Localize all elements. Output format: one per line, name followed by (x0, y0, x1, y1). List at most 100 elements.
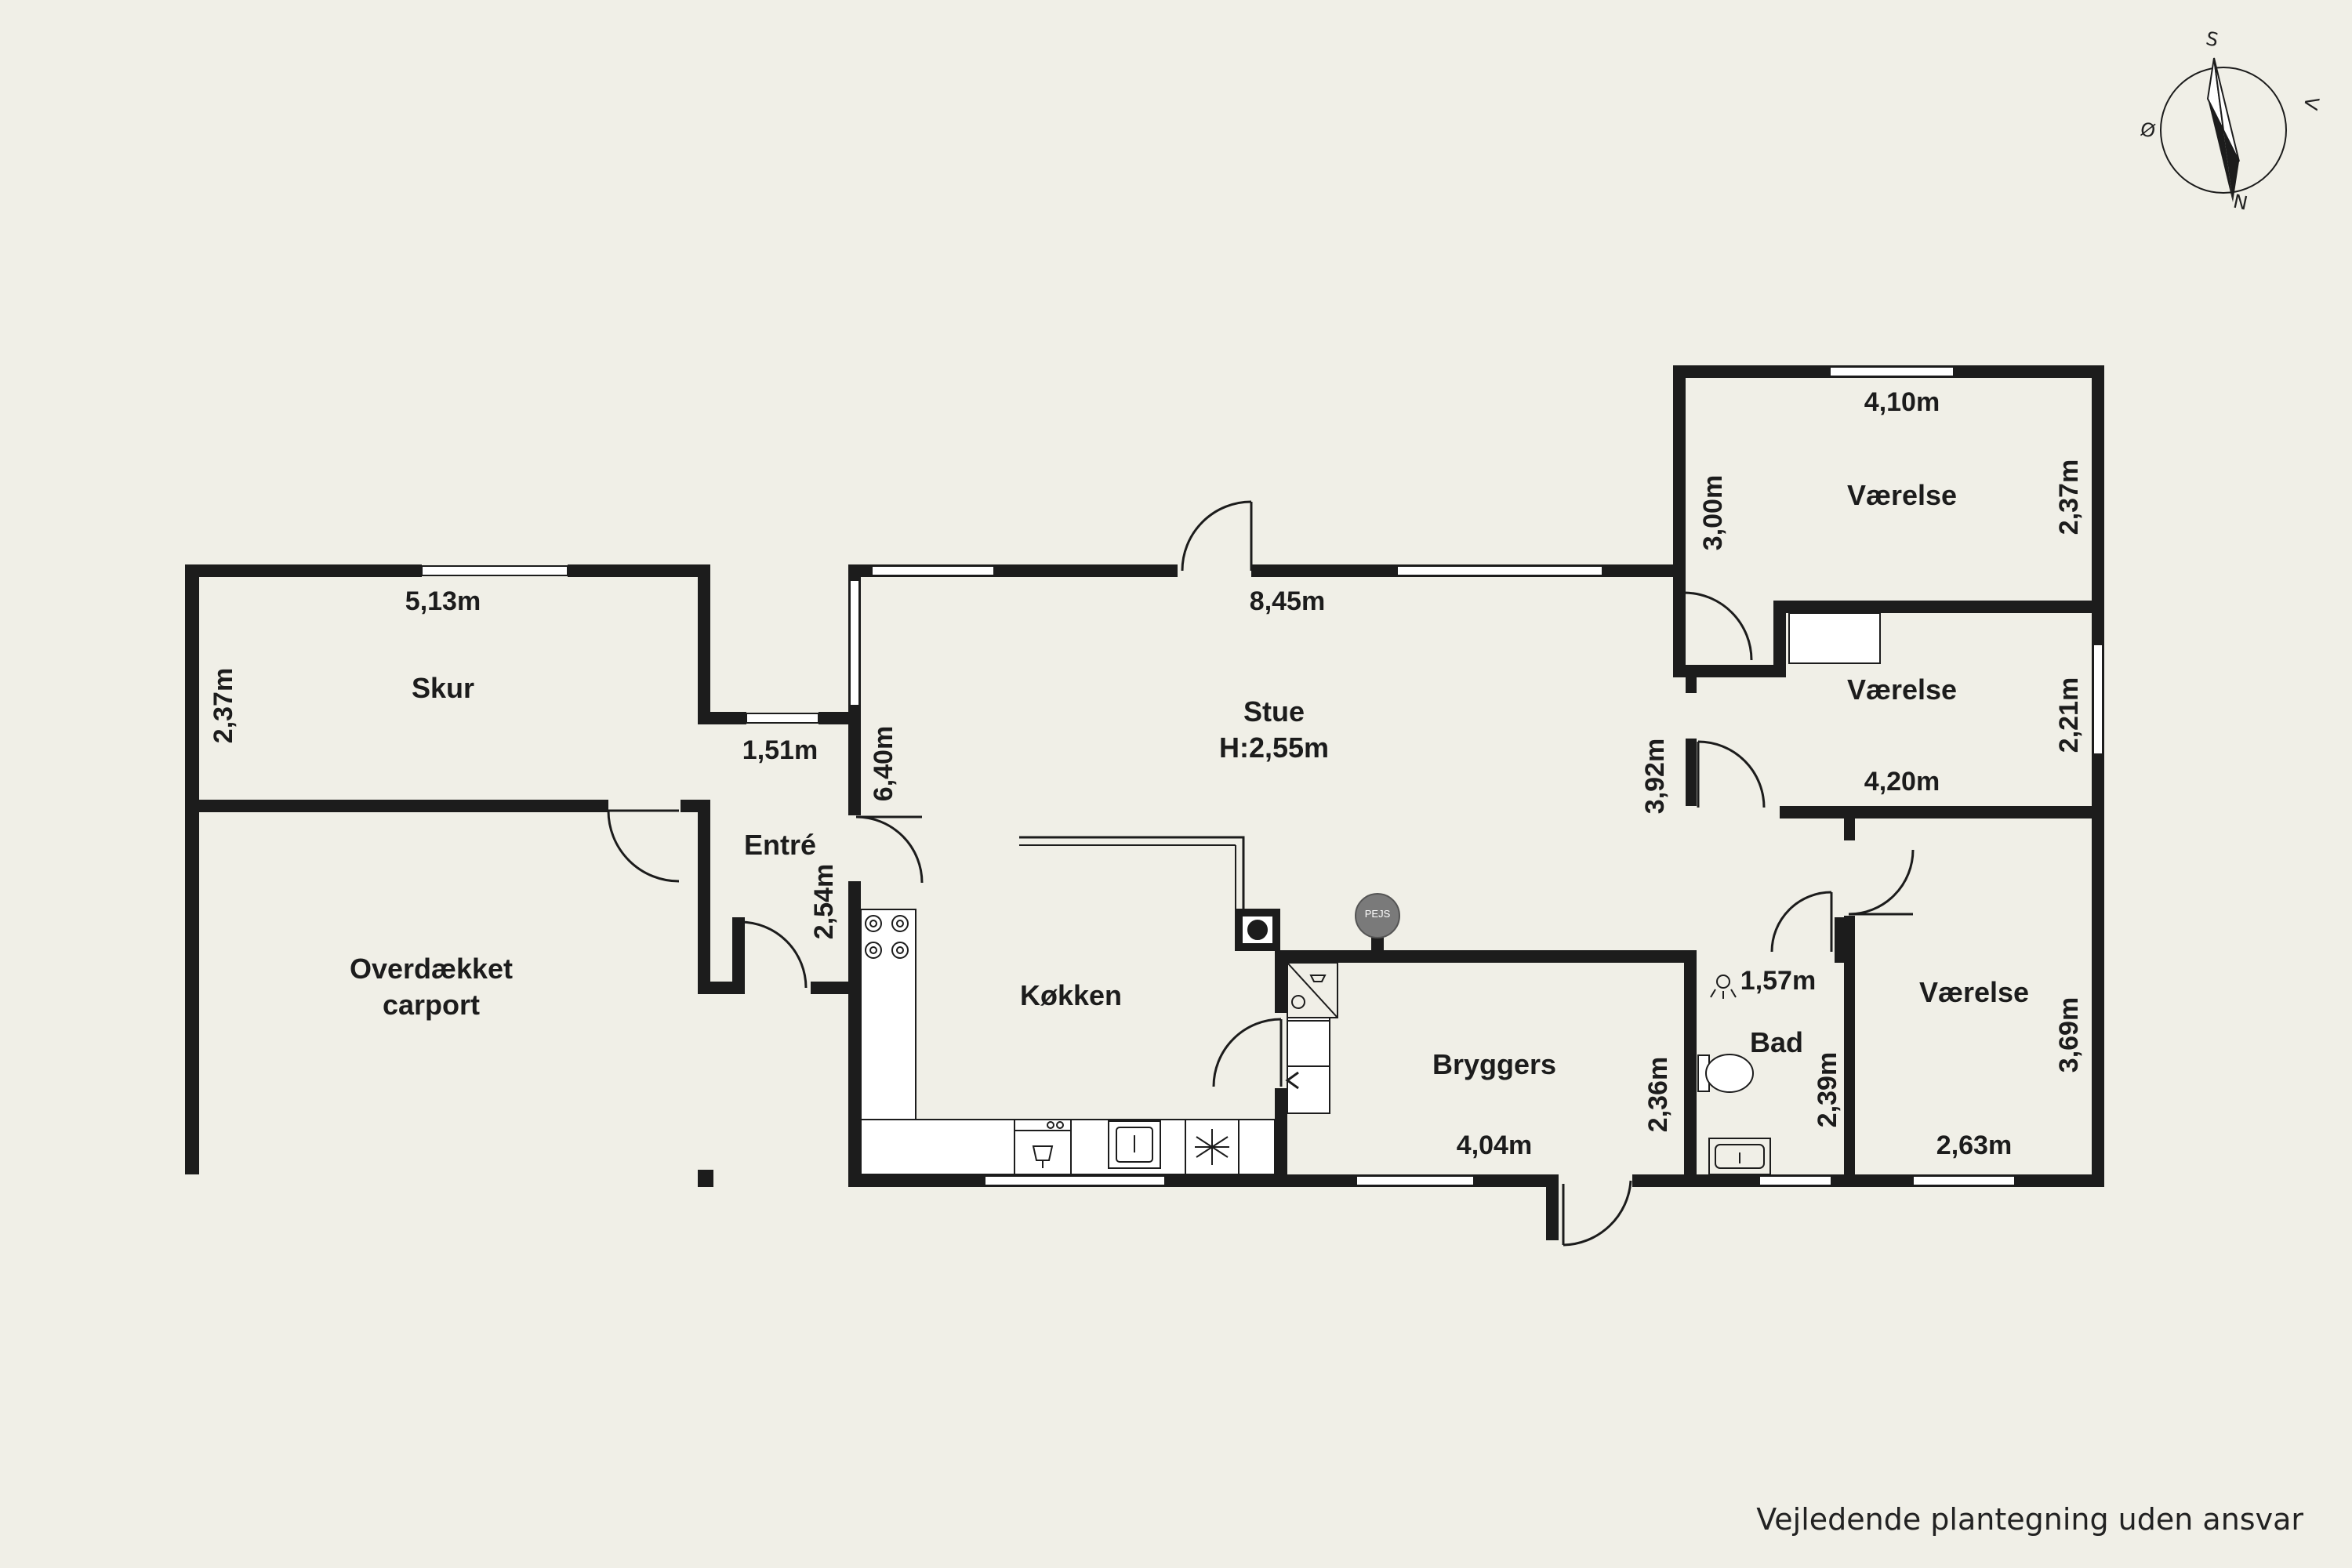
window-bad (1759, 1175, 1832, 1186)
dimension-labels: 5,13m 2,37m 1,51m 2,54m 8,45m 6,40m 3,92… (209, 387, 2084, 1160)
dim-vaerelse-top-right: 2,37m (2054, 459, 2084, 535)
dim-entre-width: 1,51m (742, 735, 818, 765)
wall-entre-bottom-left (698, 982, 739, 994)
dim-bryggers-width: 4,04m (1457, 1131, 1532, 1160)
window-stue-west (849, 579, 860, 706)
compass-south: S (2204, 27, 2220, 52)
room-skur: Skur (412, 672, 474, 704)
carport-post-bottom (698, 1170, 713, 1187)
door-kokken-bryggers (1212, 1018, 1283, 1087)
door-vaerelse-bottom (1848, 849, 1915, 916)
compass-needle-north (2223, 130, 2239, 202)
door-vaerelse-top (1682, 591, 1753, 661)
wall-bedroom-west (1673, 365, 1686, 677)
window-entre (746, 713, 819, 724)
wall-skur-top-right (568, 564, 710, 577)
compass-east: Ø (2139, 118, 2158, 143)
wall-hall-east (1686, 677, 1697, 693)
wall-bad-west (1684, 950, 1697, 1187)
dim-bad-width: 1,57m (1740, 966, 1816, 996)
door-entre-stue (855, 815, 924, 884)
dim-stue-depth: 6,40m (869, 726, 898, 801)
wall-kokken-bryggers (1275, 1088, 1287, 1187)
room-bryggers: Bryggers (1432, 1048, 1556, 1080)
room-bad: Bad (1750, 1026, 1803, 1058)
room-carport-line2: carport (383, 989, 480, 1021)
dim-vaerelse-top-left: 3,00m (1698, 475, 1728, 550)
wall-hall-small-stub (1844, 806, 1855, 840)
window-bryggers (1356, 1175, 1475, 1186)
cooktop-icon (865, 915, 909, 959)
window-kokken (984, 1175, 1166, 1186)
wall-entre-bottom-right (811, 982, 851, 994)
bryggers-cabinet-2 (1285, 1020, 1330, 1114)
wall-kokken-west (848, 881, 861, 1187)
kitchen-sink-icon (1108, 1120, 1161, 1169)
dim-vaerelse-bottom-depth: 3,69m (2054, 997, 2084, 1073)
wall-mid-stub (1686, 739, 1697, 806)
wall-vaerelse-bottom-west (1844, 916, 1855, 1187)
fireplace-icon (1355, 893, 1400, 953)
dim-stue-width: 8,45m (1250, 586, 1325, 616)
wall-entre-south-stub (732, 917, 745, 994)
wall-east (2092, 365, 2104, 1187)
wall-west (185, 564, 199, 1174)
compass-north: N (2231, 191, 2249, 215)
room-vaerelse-mid: Værelse (1847, 673, 1957, 706)
dim-bad-depth: 2,39m (1813, 1052, 1842, 1127)
window-vaerelse-top (1829, 366, 1955, 377)
washer-icon (1287, 962, 1338, 1018)
wall-door-jamb-south (1546, 1174, 1559, 1240)
toilet-icon (1697, 1054, 1754, 1093)
door-vaerelse-mid (1697, 740, 1766, 808)
wall-skur-carport-divider (199, 800, 608, 812)
wall-vaerelse-mid-bottom (1780, 806, 2104, 818)
door-bad (1770, 891, 1833, 953)
walls (185, 365, 2104, 1240)
dim-entre-depth: 2,54m (809, 864, 839, 939)
dim-stue-inner: 3,92m (1640, 739, 1670, 814)
room-vaerelse-bottom: Værelse (1919, 976, 2029, 1008)
door-carport-entre (607, 809, 680, 883)
compass-ring (2160, 67, 2287, 194)
chimney-icon (1235, 909, 1280, 951)
doors (607, 500, 1915, 1247)
wall-skur-top-left (185, 564, 422, 577)
compass: S N V Ø (2139, 27, 2324, 215)
window-vaerelse-mid (2092, 644, 2103, 755)
dim-bryggers-depth: 2,36m (1643, 1057, 1673, 1132)
compass-west: V (2299, 95, 2323, 112)
room-stue-height: H:2,55m (1219, 731, 1329, 764)
wall-vaerelse-mid-top (1773, 601, 2104, 613)
room-kokken: Køkken (1020, 979, 1122, 1011)
disclaimer-text: Vejledende plantegning uden ansvar (1756, 1502, 2303, 1537)
kitchen-island-outline (1019, 836, 1245, 909)
fireplace-label: PEJS (1365, 908, 1391, 920)
wall-skur-east (698, 564, 710, 712)
windows (421, 366, 2103, 1186)
wardrobe (1788, 612, 1881, 664)
dim-skur-depth: 2,37m (209, 668, 238, 743)
room-stue: Stue (1243, 695, 1305, 728)
bath-sink-icon (1708, 1138, 1771, 1175)
wall-south-2 (1632, 1174, 2104, 1187)
room-entre: Entré (744, 829, 816, 861)
compass-needle-south-2 (2213, 57, 2240, 162)
dishwasher-icon (1014, 1119, 1072, 1175)
wall-stue-south (1275, 950, 1697, 963)
room-labels: Skur Overdækket carport Entré Stue H:2,5… (350, 479, 2029, 1080)
dim-vaerelse-mid-depth: 2,21m (2054, 677, 2084, 753)
wall-chimney-stub (1275, 950, 1287, 1013)
wall-divider-stub (681, 800, 710, 812)
wall-entre-top-left (698, 712, 746, 724)
dim-vaerelse-top-width: 4,10m (1864, 387, 1940, 417)
dim-vaerelse-mid-width: 4,20m (1864, 767, 1940, 797)
fixtures (860, 612, 1881, 1175)
window-stue-top-2 (1396, 565, 1603, 576)
shower-icon (1710, 975, 1737, 999)
door-stue-terrace (1181, 500, 1253, 572)
door-bryggers-exterior (1562, 1180, 1632, 1247)
window-skur (421, 565, 568, 576)
fridge-icon (1185, 1119, 1240, 1175)
